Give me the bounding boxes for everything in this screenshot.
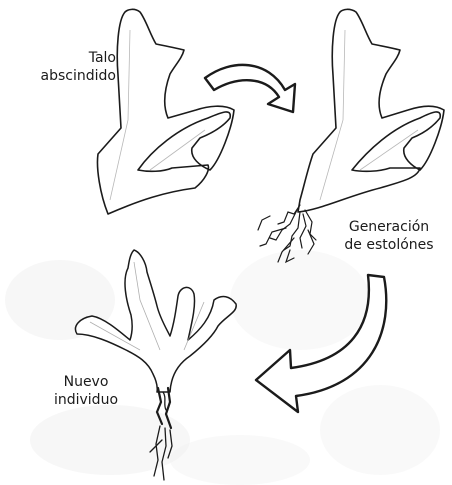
- label-abscised-thallus: Talo abscindido: [4, 49, 116, 85]
- label-stolon-generation-line2: de estolónes: [344, 237, 434, 253]
- label-new-individual-line2: individuo: [53, 392, 119, 408]
- thallus-stolons-midrib: [319, 29, 419, 201]
- thallus-stolons-shape: [297, 8, 445, 213]
- label-new-individual-line1: Nuevo: [63, 374, 109, 390]
- thallus-abscised-midrib: [109, 29, 206, 201]
- label-abscised-thallus-line1: Talo: [88, 50, 116, 66]
- stolons: [257, 204, 317, 264]
- label-new-individual: Nuevo individuo: [36, 373, 136, 409]
- new-individual-thallus: [74, 249, 237, 393]
- arrow-abscission-to-stolons: [203, 63, 297, 114]
- arrow-stolons-to-individual: [254, 273, 388, 414]
- holdfast-rhizoids: [149, 386, 173, 481]
- label-stolon-generation-line1: Generación: [348, 219, 430, 235]
- thallus-abscised-shape: [96, 8, 235, 215]
- label-stolon-generation: Generación de estolónes: [330, 218, 448, 254]
- new-individual-detail: [89, 261, 205, 351]
- label-abscised-thallus-line2: abscindido: [40, 68, 116, 84]
- paper-texture: [5, 250, 440, 485]
